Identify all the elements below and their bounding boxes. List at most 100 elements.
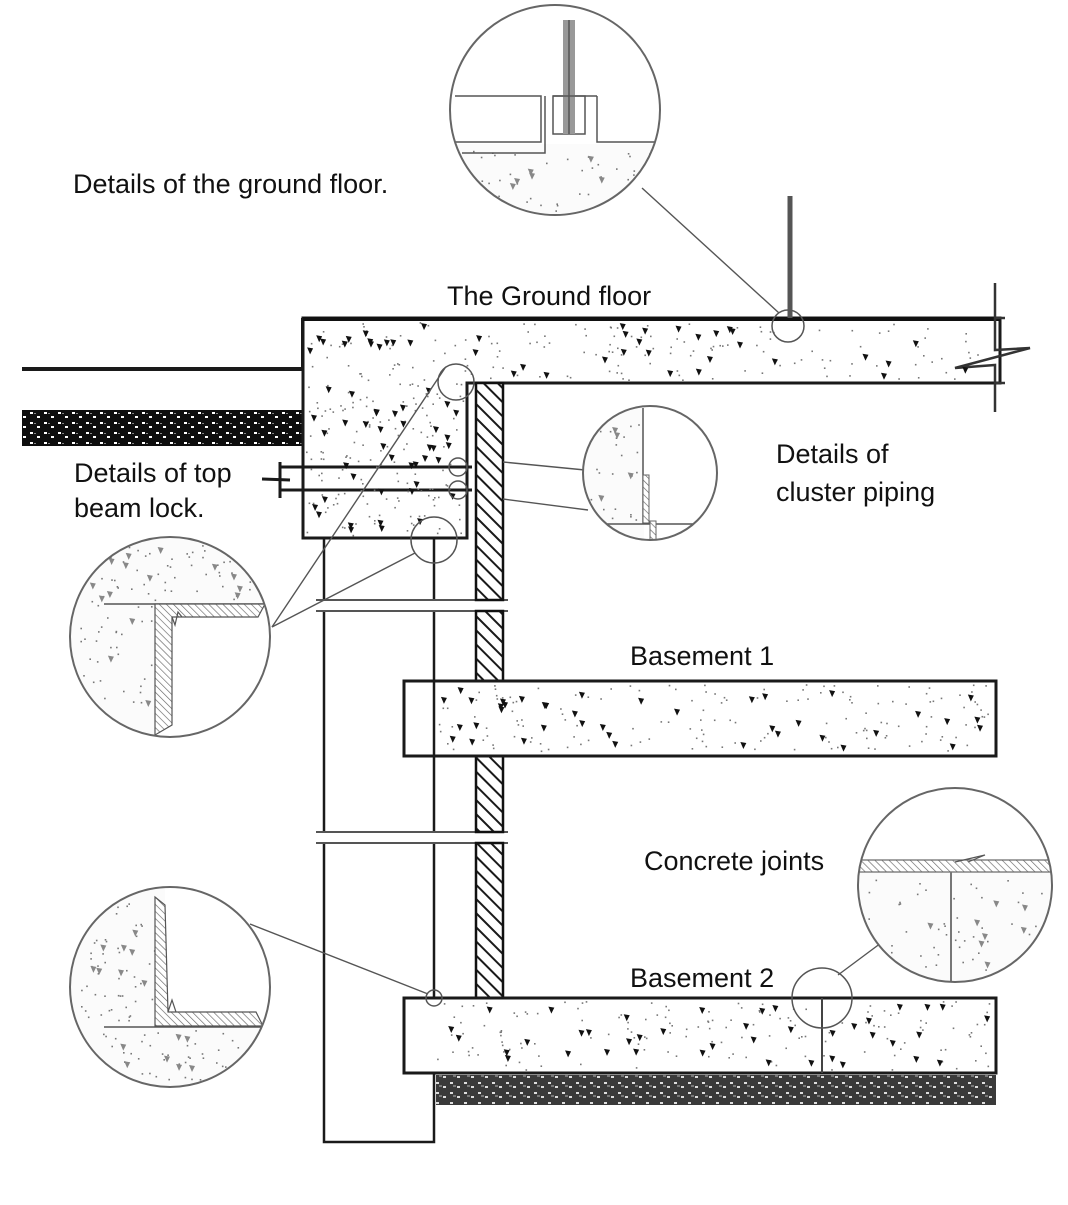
aggregate-stone (380, 443, 387, 451)
aggregate-dot (324, 511, 327, 514)
aggregate-stone (527, 168, 534, 176)
aggregate-dot (962, 961, 964, 964)
aggregate-dot (609, 430, 612, 433)
aggregate-dot (261, 558, 263, 560)
aggregate-dot (787, 1017, 790, 1019)
aggregate-dot (501, 1044, 504, 1047)
aggregate-dot (859, 345, 862, 348)
aggregate-stone (501, 701, 508, 709)
aggregate-dot (119, 995, 122, 997)
aggregate-dot (760, 740, 762, 742)
aggregate-stone (348, 526, 355, 534)
aggregate-dot (691, 699, 693, 702)
aggregate-dot (131, 588, 133, 590)
aggregate-dot (365, 405, 368, 408)
aggregate-stone (743, 1022, 750, 1030)
aggregate-dot (574, 694, 577, 696)
aggregate-dot (425, 393, 428, 395)
aggregate-dot (81, 580, 83, 583)
aggregate-stone (962, 366, 969, 374)
aggregate-stone (468, 697, 475, 705)
aggregate-dot (148, 963, 151, 965)
aggregate-dot (823, 367, 826, 369)
aggregate-dot (149, 552, 151, 555)
aggregate-dot (711, 378, 714, 380)
aggregate-stone (230, 573, 237, 581)
aggregate-stone (175, 1033, 182, 1041)
aggregate-stone (541, 701, 548, 709)
aggregate-dot (940, 1049, 942, 1051)
aggregate-stone (440, 696, 447, 704)
aggregate-dot (878, 332, 881, 334)
aggregate-dot (202, 1057, 205, 1059)
aggregate-stone (636, 1034, 643, 1042)
aggregate-stone (736, 341, 743, 349)
aggregate-dot (468, 187, 470, 189)
aggregate-dot (97, 965, 99, 967)
aggregate-dot (141, 620, 143, 623)
aggregate-dot (128, 903, 130, 905)
aggregate-dot (202, 556, 204, 559)
aggregate-dot (705, 691, 707, 693)
aggregate-stone (456, 723, 463, 731)
aggregate-dot (823, 1055, 825, 1057)
aggregate-dot (893, 1054, 896, 1057)
aggregate-dot (759, 1011, 761, 1013)
aggregate-dot (635, 346, 638, 348)
aggregate-dot (897, 1012, 900, 1014)
aggregate-dot (123, 690, 125, 693)
aggregate-stone (343, 462, 350, 470)
aggregate-dot (798, 1037, 800, 1039)
aggregate-dot (793, 362, 796, 365)
aggregate-stone (188, 1064, 195, 1072)
aggregate-stone (645, 349, 652, 357)
aggregate-dot (841, 1022, 844, 1024)
aggregate-dot (569, 376, 572, 379)
label-top-beam-lock-2: beam lock. (74, 493, 205, 523)
aggregate-stone (211, 563, 218, 571)
aggregate-dot (147, 593, 150, 595)
aggregate-stone (432, 426, 439, 434)
aggregate-dot (415, 403, 417, 405)
aggregate-stone (869, 1031, 876, 1039)
aggregate-dot (645, 1037, 648, 1040)
aggregate-dot (958, 946, 961, 949)
aggregate-dot (219, 575, 221, 577)
aggregate-dot (170, 590, 173, 592)
aggregate-stone (341, 340, 348, 348)
aggregate-stone (184, 1035, 191, 1043)
aggregate-dot (611, 473, 614, 475)
aggregate-stone (141, 979, 148, 987)
aggregate-stone (829, 1029, 836, 1037)
aggregate-dot (664, 1016, 667, 1019)
aggregate-dot (828, 741, 830, 743)
aggregate-stone (984, 961, 991, 969)
aggregate-stone (362, 420, 369, 428)
aggregate-stone (399, 404, 406, 412)
aggregate-dot (669, 352, 672, 355)
aggregate-dot (194, 1043, 197, 1045)
aggregate-dot (104, 995, 106, 997)
aggregate-stone (377, 519, 384, 527)
aggregate-dot (955, 1001, 957, 1003)
aggregate-dot (887, 330, 890, 332)
aggregate-dot (729, 719, 731, 722)
aggregate-dot (360, 373, 362, 375)
aggregate-dot (118, 1076, 121, 1078)
aggregate-dot (231, 572, 233, 574)
aggregate-dot (359, 398, 362, 401)
aggregate-dot (134, 986, 137, 988)
aggregate-dot (456, 383, 458, 385)
aggregate-dot (768, 1035, 771, 1037)
aggregate-dot (1035, 925, 1037, 928)
aggregate-dot (437, 1058, 439, 1061)
aggregate-dot (972, 936, 975, 938)
aggregate-dot (691, 748, 694, 750)
aggregate-dot (652, 347, 655, 350)
aggregate-dot (361, 375, 363, 378)
aggregate-dot (461, 1005, 464, 1008)
aggregate-dot (683, 341, 686, 343)
aggregate-dot (851, 702, 853, 704)
aggregate-dot (811, 350, 813, 353)
aggregate-dot (831, 1069, 833, 1071)
